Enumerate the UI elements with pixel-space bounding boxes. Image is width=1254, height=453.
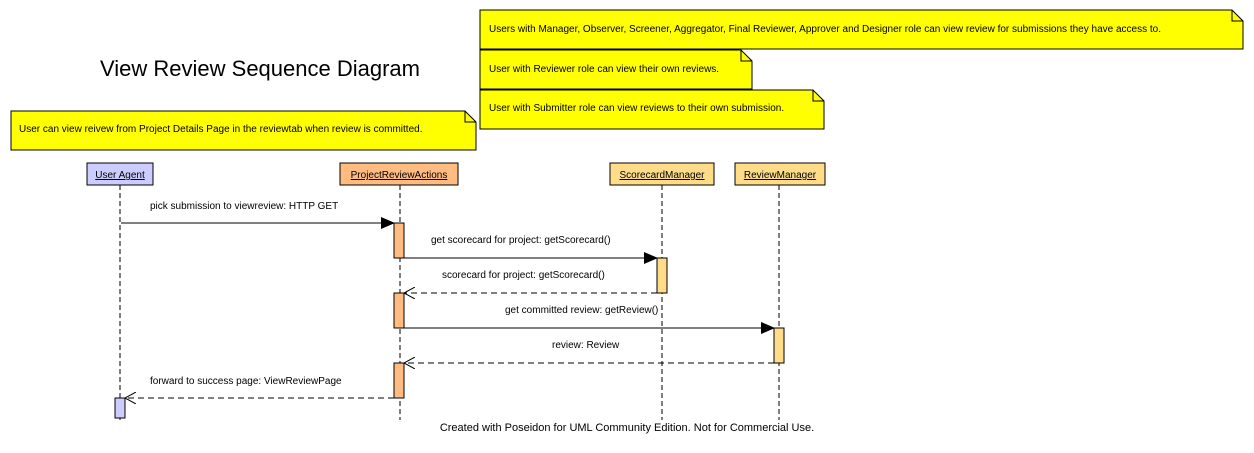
activation-bar <box>656 257 668 294</box>
message-pick-submission: pick submission to viewreview: HTTP GET <box>121 201 395 229</box>
message-label: review: Review <box>552 340 620 351</box>
message-label: get committed review: getReview() <box>505 305 658 316</box>
note-submitter-role: User with Submitter role can view review… <box>479 89 825 130</box>
activation-bar <box>773 327 785 364</box>
footer-watermark: Created with Poseidon for UML Community … <box>440 422 814 434</box>
note-reviewer-role: User with Reviewer role can view their o… <box>479 49 753 90</box>
lifeline-scorecard-manager: ScorecardManager <box>609 162 715 186</box>
note-text: User with Reviewer role can view their o… <box>489 64 719 75</box>
lifeline-project-review-actions: ProjectReviewActions <box>339 162 459 186</box>
message-forward-success: forward to success page: ViewReviewPage <box>125 376 394 398</box>
message-label: pick submission to viewreview: HTTP GET <box>150 201 338 212</box>
note-text: Users with Manager, Observer, Screener, … <box>489 24 1161 35</box>
lifeline-label: User Agent <box>95 170 145 181</box>
note-text: User can view reivew from Project Detail… <box>19 124 423 135</box>
message-label: get scorecard for project: getScorecard(… <box>431 235 611 246</box>
lifeline-label: ReviewManager <box>744 170 817 181</box>
diagram-title: View Review Sequence Diagram <box>100 56 420 81</box>
message-get-scorecard: get scorecard for project: getScorecard(… <box>404 235 658 264</box>
lifeline-review-manager: ReviewManager <box>734 162 826 186</box>
lifeline-label: ScorecardManager <box>619 170 705 181</box>
note-view-from-project-details: User can view reivew from Project Detail… <box>10 110 477 151</box>
message-scorecard-return: scorecard for project: getScorecard() <box>404 270 657 293</box>
activation-bar <box>114 397 126 419</box>
activation-bar <box>393 292 405 329</box>
lifeline-user-agent: User Agent <box>86 162 154 186</box>
note-text: User with Submitter role can view review… <box>489 103 784 114</box>
activation-bar <box>393 222 405 259</box>
activation-bar <box>393 362 405 399</box>
message-get-committed-review: get committed review: getReview() <box>404 305 775 334</box>
message-label: forward to success page: ViewReviewPage <box>150 376 342 387</box>
message-review-return: review: Review <box>404 340 774 363</box>
message-label: scorecard for project: getScorecard() <box>442 270 605 281</box>
lifeline-label: ProjectReviewActions <box>351 170 448 181</box>
note-roles-access: Users with Manager, Observer, Screener, … <box>479 9 1244 50</box>
